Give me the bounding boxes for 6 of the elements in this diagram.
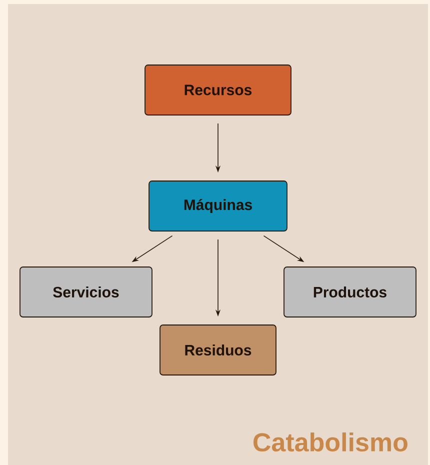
process-box: Productos (284, 266, 416, 318)
process-box: Máquinas (148, 180, 288, 232)
process-box: Servicios (20, 266, 152, 318)
process-box: Residuos (160, 324, 276, 376)
title: Catabolismo (254, 432, 408, 452)
process-box: Recursos (144, 64, 292, 116)
